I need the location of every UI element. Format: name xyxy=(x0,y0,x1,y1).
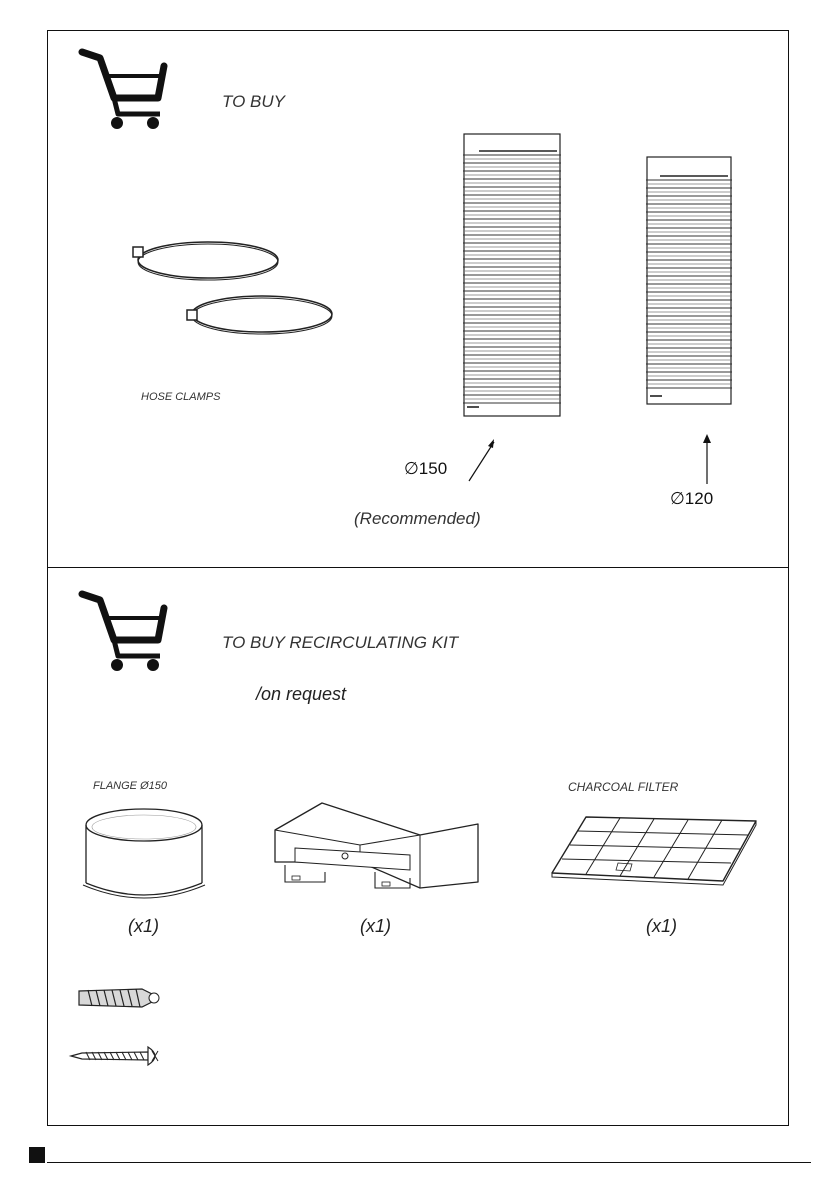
screw-icon xyxy=(68,1045,159,1067)
footer-rule xyxy=(47,1162,811,1163)
charcoal-filter-label: CHARCOAL FILTER xyxy=(568,780,679,794)
on-request-label: /on request xyxy=(256,684,347,704)
flange-quantity: (x1) xyxy=(128,916,159,936)
charcoal-filter-icon xyxy=(551,816,757,886)
section-title-recirculating-kit: TO BUY RECIRCULATING KIT xyxy=(222,633,459,652)
section-divider xyxy=(47,567,789,568)
recommended-label: (Recommended) xyxy=(354,509,481,528)
flexible-hose-120-icon xyxy=(646,156,732,405)
flexible-hose-150-icon xyxy=(463,133,561,417)
flange-label: FLANGE Ø150 xyxy=(93,780,167,792)
filter-quantity: (x1) xyxy=(646,916,677,936)
manual-page-frame xyxy=(47,30,789,1126)
hose-clamps-label: HOSE CLAMPS xyxy=(141,391,221,403)
wall-plug-icon xyxy=(78,988,160,1008)
cart-icon xyxy=(78,48,168,129)
diameter-150-label: ∅150 xyxy=(404,459,448,478)
air-deflector-icon xyxy=(274,802,479,889)
arrow-120-icon xyxy=(703,434,711,484)
section-title-to-buy: TO BUY xyxy=(222,92,285,111)
page-marker xyxy=(29,1147,45,1163)
flange-icon xyxy=(82,808,206,899)
adapter-quantity: (x1) xyxy=(360,916,391,936)
cart-icon xyxy=(78,590,168,671)
diameter-120-label: ∅120 xyxy=(670,489,714,508)
arrow-150-icon xyxy=(468,439,495,482)
hose-clamp-icon xyxy=(132,241,333,335)
